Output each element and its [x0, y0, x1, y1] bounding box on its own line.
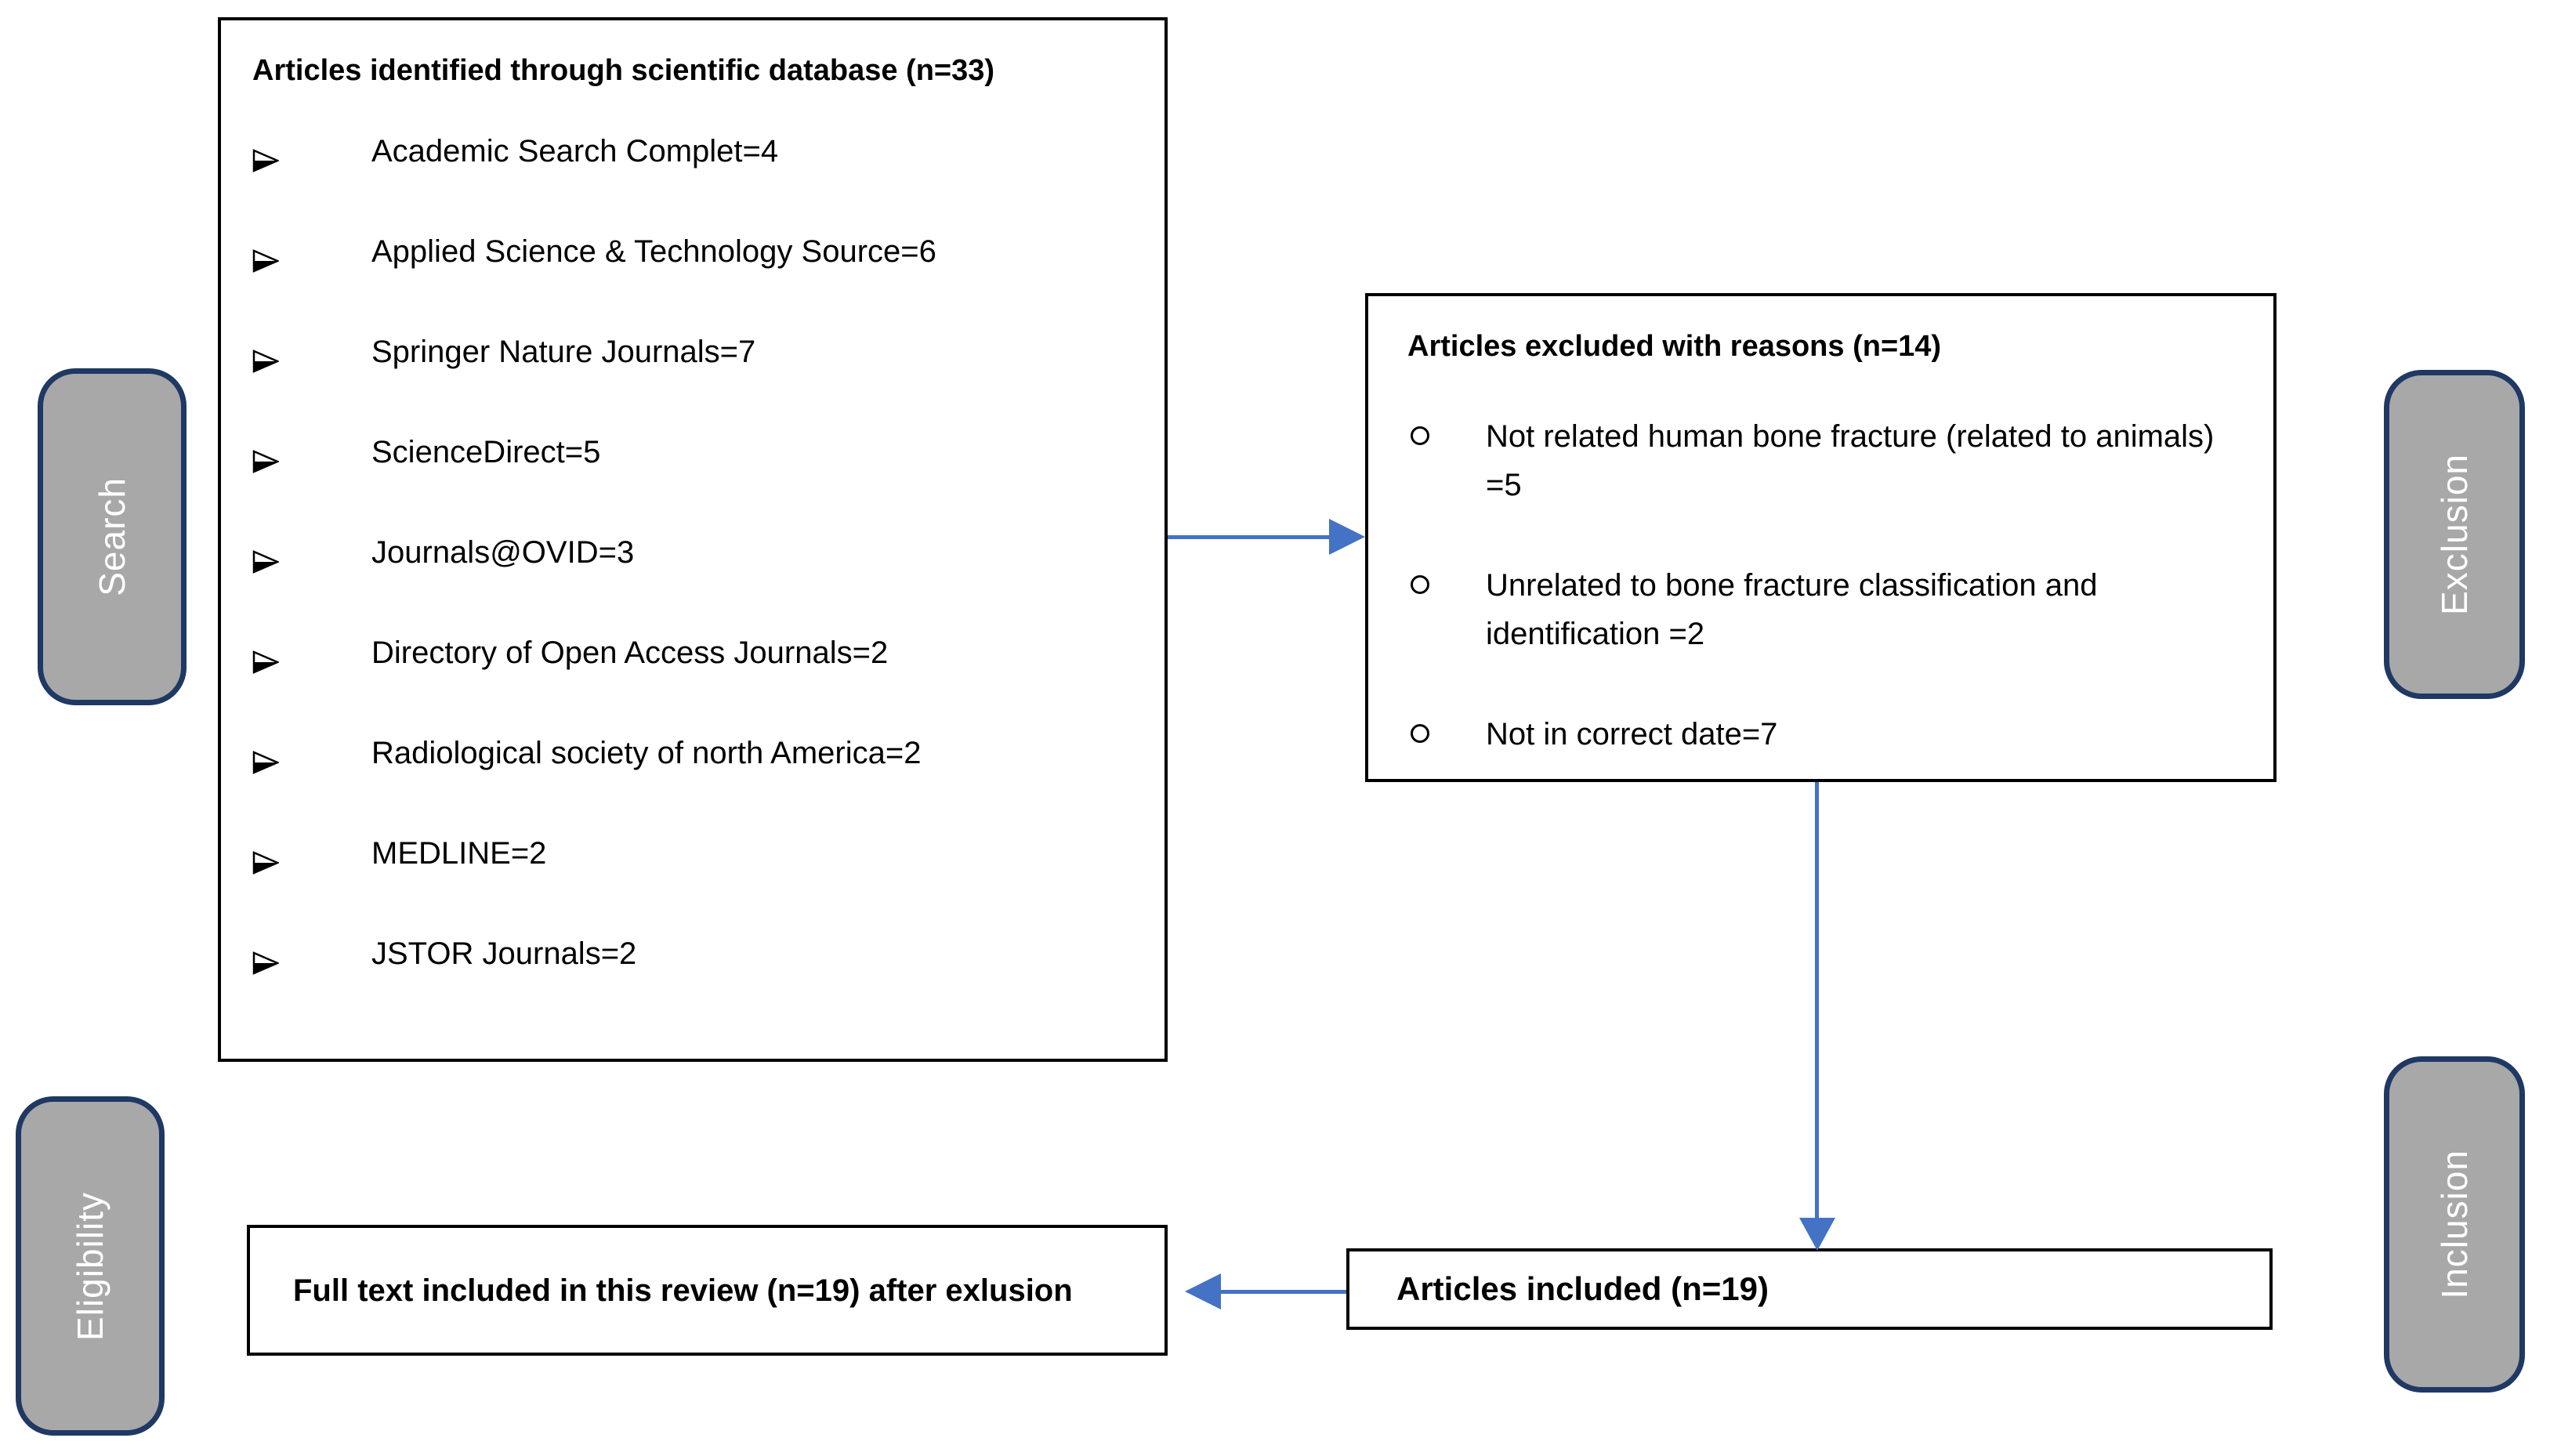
list-item: ScienceDirect=5 — [252, 428, 1143, 476]
identified-articles-box: Articles identified through scientific d… — [218, 17, 1168, 1062]
list-item-label: Applied Science & Technology Source=6 — [371, 234, 936, 269]
list-item: Not related human bone fracture (related… — [1407, 412, 2244, 509]
arrow-down-icon — [1799, 1218, 1835, 1251]
excluded-articles-title: Articles excluded with reasons (n=14) — [1407, 330, 1942, 363]
arrow-bullet-icon — [252, 238, 281, 287]
circle-bullet-icon — [1411, 426, 1429, 445]
stage-label-eligibility-text: Eligibility — [70, 1191, 110, 1341]
list-item: Springer Nature Journals=7 — [252, 328, 1143, 376]
list-item: Journals@OVID=3 — [252, 528, 1143, 577]
arrow-bullet-icon — [252, 639, 281, 688]
included-articles-title: Articles included (n=19) — [1396, 1270, 1769, 1307]
list-item: JSTOR Journals=2 — [252, 929, 1143, 978]
list-item: Unrelated to bone fracture classificatio… — [1407, 561, 2244, 658]
arrow-right-icon — [1329, 519, 1365, 555]
included-articles-box: Articles included (n=19) — [1346, 1248, 2273, 1330]
list-item: Directory of Open Access Journals=2 — [252, 628, 1143, 677]
stage-label-inclusion: Inclusion — [2384, 1056, 2525, 1393]
stage-label-inclusion-text: Inclusion — [2434, 1150, 2475, 1299]
fulltext-included-title: Full text included in this review (n=19)… — [293, 1273, 1073, 1308]
stage-label-exclusion-text: Exclusion — [2434, 454, 2475, 615]
list-item-label: JSTOR Journals=2 — [371, 936, 637, 971]
arrow-bullet-icon — [252, 940, 281, 989]
excluded-reasons-list: Not related human bone fracture (related… — [1407, 412, 2244, 759]
list-item: Not in correct date=7 — [1407, 710, 2244, 759]
list-item-label: Academic Search Complet=4 — [371, 134, 779, 168]
list-item-label: Unrelated to bone fracture classificatio… — [1486, 568, 2098, 651]
stage-label-exclusion: Exclusion — [2384, 370, 2525, 699]
list-item-label: Directory of Open Access Journals=2 — [371, 636, 889, 670]
list-item-label: Springer Nature Journals=7 — [371, 335, 756, 369]
list-item: Radiological society of north America=2 — [252, 729, 1143, 777]
identified-articles-title: Articles identified through scientific d… — [252, 54, 995, 87]
stage-label-search-text: Search — [92, 477, 132, 596]
stage-label-eligibility: Eligibility — [16, 1096, 165, 1436]
arrow-bullet-icon — [252, 840, 281, 889]
arrow-bullet-icon — [252, 138, 281, 187]
list-item-label: MEDLINE=2 — [371, 836, 547, 871]
list-item: Applied Science & Technology Source=6 — [252, 227, 1143, 276]
list-item-label: ScienceDirect=5 — [371, 435, 601, 469]
circle-bullet-icon — [1411, 724, 1429, 743]
list-item-label: Journals@OVID=3 — [371, 535, 635, 570]
arrow-bullet-icon — [252, 740, 281, 788]
arrow-excluded-to-included-line — [1815, 782, 1819, 1221]
list-item-label: Not related human bone fracture (related… — [1486, 419, 2215, 502]
arrow-bullet-icon — [252, 539, 281, 588]
list-item-label: Not in correct date=7 — [1486, 717, 1778, 752]
arrow-left-icon — [1185, 1273, 1221, 1309]
stage-label-search: Search — [38, 368, 187, 705]
list-item: MEDLINE=2 — [252, 829, 1143, 878]
identified-articles-list: Academic Search Complet=4 Applied Scienc… — [252, 127, 1143, 978]
list-item: Academic Search Complet=4 — [252, 127, 1143, 176]
arrow-bullet-icon — [252, 339, 281, 387]
arrow-included-to-fulltext-line — [1219, 1290, 1346, 1294]
arrow-identified-to-excluded-line — [1168, 535, 1331, 539]
arrow-bullet-icon — [252, 439, 281, 487]
fulltext-included-box: Full text included in this review (n=19)… — [247, 1225, 1168, 1356]
list-item-label: Radiological society of north America=2 — [371, 736, 922, 770]
excluded-articles-box: Articles excluded with reasons (n=14) No… — [1365, 293, 2277, 782]
circle-bullet-icon — [1411, 575, 1429, 594]
